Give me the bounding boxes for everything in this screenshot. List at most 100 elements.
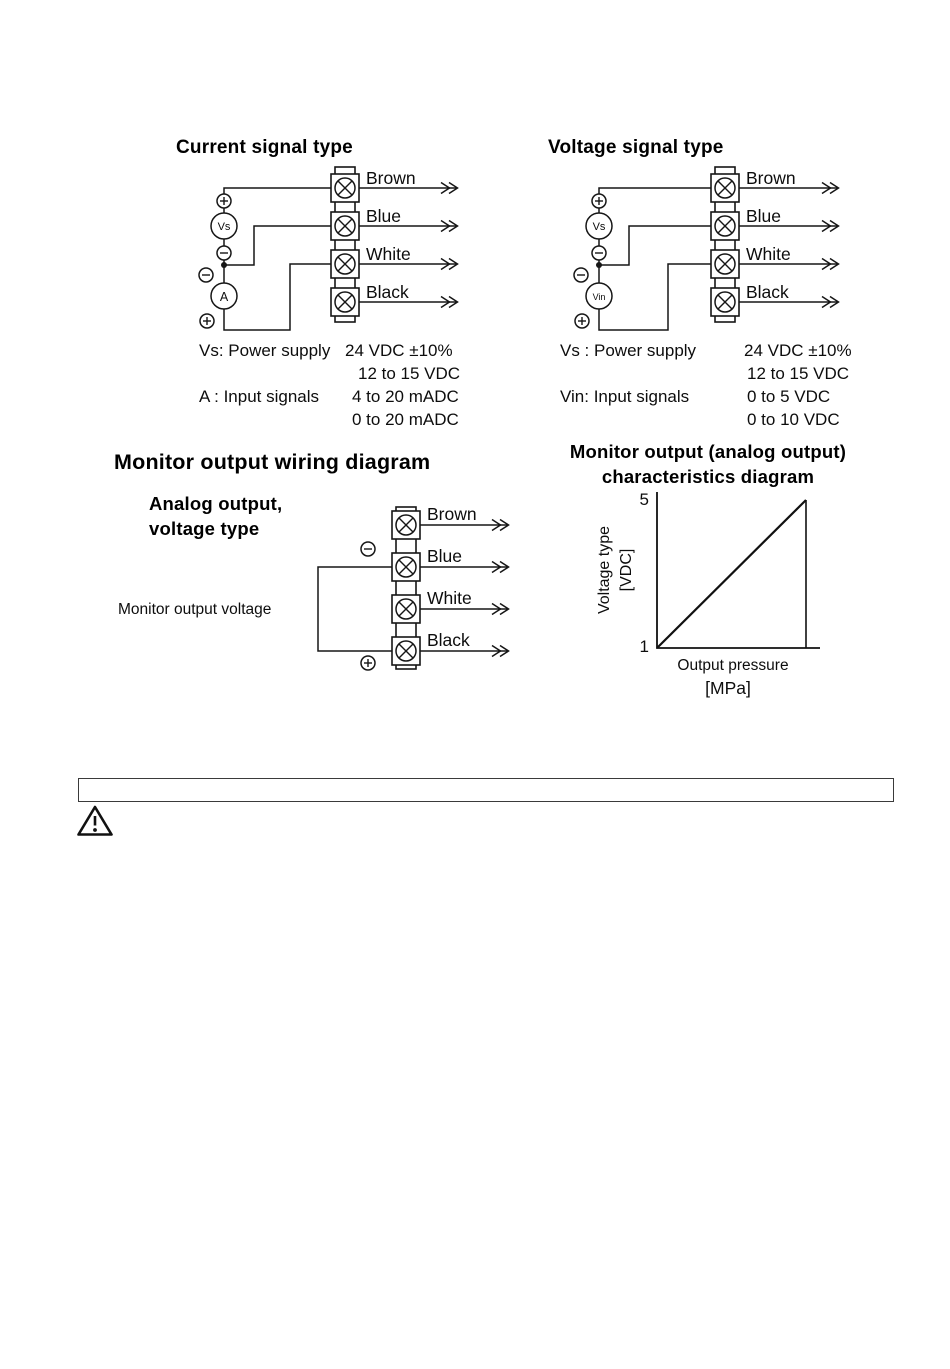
terminal-screw-icon bbox=[330, 211, 360, 241]
spec-value: 24 VDC ±10% bbox=[744, 341, 852, 360]
wire-arrow-icon bbox=[448, 257, 459, 271]
terminal-screw-icon bbox=[330, 173, 360, 203]
wire-arrow-icon bbox=[491, 518, 502, 532]
voltage-signal-title: Voltage signal type bbox=[548, 137, 724, 158]
spec-label: Vin: Input signals bbox=[560, 387, 690, 406]
wire-arrow-icon bbox=[491, 602, 502, 616]
plus-terminal-icon bbox=[216, 193, 232, 209]
power-supply-source: Vs bbox=[585, 212, 613, 240]
wire-label: Blue bbox=[746, 206, 781, 226]
wire-arrow-icon bbox=[440, 181, 451, 195]
wire-blue: Blue bbox=[739, 206, 840, 233]
wire-arrow-icon bbox=[440, 257, 451, 271]
wire-label: Brown bbox=[746, 168, 796, 188]
wire-arrow-icon bbox=[440, 219, 451, 233]
spec-value: 24 VDC ±10% bbox=[345, 341, 453, 360]
plus-terminal-icon bbox=[199, 313, 215, 329]
wire-label: Blue bbox=[366, 206, 401, 226]
wire-arrow-icon bbox=[821, 257, 832, 271]
wire-arrow-icon bbox=[499, 602, 510, 616]
output-characteristic-line bbox=[656, 499, 807, 649]
wire-label: Blue bbox=[427, 546, 462, 566]
terminal-screw-icon bbox=[710, 287, 740, 317]
terminal-screw-icon bbox=[710, 249, 740, 279]
wire-blue: Blue bbox=[359, 206, 459, 233]
wire-label: Brown bbox=[427, 504, 477, 524]
spec-row: Vs : Power supply 24 VDC ±10% bbox=[560, 341, 852, 364]
wire-black: Black bbox=[420, 630, 510, 658]
terminal-block-body bbox=[395, 506, 417, 670]
wire-arrow-icon bbox=[448, 295, 459, 309]
wire-arrow-icon bbox=[499, 560, 510, 574]
terminal-block-body bbox=[334, 166, 356, 323]
wire-arrow-icon bbox=[829, 257, 840, 271]
wire-blue: Blue bbox=[420, 546, 510, 574]
current-signal-title: Current signal type bbox=[176, 137, 353, 158]
wire-arrow-icon bbox=[491, 644, 502, 658]
monitor-wiring-diagram: Monitor output voltage bbox=[118, 504, 510, 671]
characteristics-chart: 5 1 Voltage type [VDC] Output pressure [… bbox=[596, 490, 820, 698]
wire-arrow-icon bbox=[829, 295, 840, 309]
terminal-screw-icon bbox=[330, 287, 360, 317]
spec-value: 0 to 20 mADC bbox=[352, 410, 459, 429]
wire-arrow-icon bbox=[440, 295, 451, 309]
analog-output-subtitle-line2: voltage type bbox=[149, 518, 260, 539]
wire-label: Black bbox=[427, 630, 470, 650]
wire-arrow-icon bbox=[829, 219, 840, 233]
wire-arrow-icon bbox=[821, 181, 832, 195]
wire-vs-plus bbox=[223, 187, 331, 213]
x-axis-label-line1: Output pressure bbox=[677, 657, 788, 674]
terminal-screw-icon bbox=[710, 173, 740, 203]
monitor-wiring-title: Monitor output wiring diagram bbox=[114, 450, 431, 474]
wire-arrow-icon bbox=[829, 181, 840, 195]
spec-row: 0 to 20 mADC bbox=[199, 410, 460, 433]
wire-label: White bbox=[366, 244, 411, 264]
warning-icon bbox=[77, 805, 113, 836]
power-supply-label: Vs bbox=[593, 221, 606, 233]
wire-arrow-icon bbox=[491, 560, 502, 574]
analog-output-subtitle-line1: Analog output, bbox=[149, 493, 283, 514]
power-supply-source: Vs bbox=[210, 212, 238, 240]
characteristics-title: Monitor output (analog output) character… bbox=[534, 439, 882, 489]
wire-white: White bbox=[420, 588, 510, 616]
minus-terminal-icon bbox=[591, 245, 607, 261]
spec-row: 0 to 10 VDC bbox=[560, 410, 852, 433]
wire-white: White bbox=[359, 244, 459, 271]
spec-row: Vin: Input signals 0 to 5 VDC bbox=[560, 387, 852, 410]
power-supply-label: Vs bbox=[218, 221, 231, 233]
monitor-output-connector bbox=[317, 566, 392, 652]
wire-vs-plus bbox=[598, 187, 711, 213]
current-signal-diagram: Vs A bbox=[198, 166, 459, 331]
wire-label: White bbox=[746, 244, 791, 264]
ammeter: A bbox=[210, 282, 238, 310]
plus-terminal-icon bbox=[591, 193, 607, 209]
wire-arrow-icon bbox=[499, 644, 510, 658]
minus-terminal-icon bbox=[573, 267, 589, 283]
note-box bbox=[78, 778, 894, 802]
spec-value: 12 to 15 VDC bbox=[747, 364, 850, 383]
voltage-specs: Vs : Power supply 24 VDC ±10% 12 to 15 V… bbox=[560, 341, 852, 433]
spec-value: 0 to 10 VDC bbox=[747, 410, 840, 429]
analog-output-subtitle: Analog output, voltage type bbox=[149, 491, 282, 541]
wire-arrow-icon bbox=[499, 518, 510, 532]
plus-terminal-icon bbox=[574, 313, 590, 329]
terminal-screw-icon bbox=[391, 594, 421, 624]
wire-label: Brown bbox=[366, 168, 416, 188]
spec-label: A : Input signals bbox=[199, 387, 320, 406]
wire-arrow-icon bbox=[821, 295, 832, 309]
terminal-screw-icon bbox=[391, 636, 421, 666]
terminal-screw-icon bbox=[330, 249, 360, 279]
junction-dot bbox=[596, 262, 602, 268]
spec-label: Vs : Power supply bbox=[560, 341, 697, 360]
x-axis-label-line2: [MPa] bbox=[705, 678, 751, 698]
minus-terminal-icon bbox=[360, 541, 376, 557]
y-axis-label-line2: [VDC] bbox=[618, 549, 635, 592]
wire-blue-junction bbox=[224, 225, 331, 266]
wire-brown: Brown bbox=[420, 504, 510, 532]
monitor-output-voltage-label: Monitor output voltage bbox=[118, 601, 271, 618]
spec-value: 4 to 20 mADC bbox=[352, 387, 459, 406]
characteristics-title-line2: characteristics diagram bbox=[601, 466, 815, 487]
y-axis-label-line1: Voltage type bbox=[596, 526, 613, 614]
wire-meter-white bbox=[223, 263, 331, 331]
voltage-input-label: Vin bbox=[593, 292, 606, 302]
